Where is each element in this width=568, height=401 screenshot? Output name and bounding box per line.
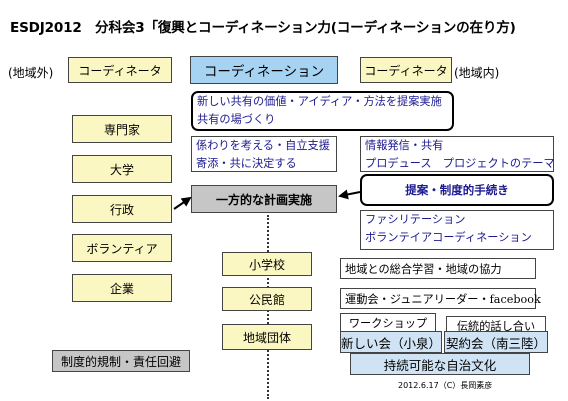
contract-assembly-box: 契約会（南三陸） <box>444 331 548 353</box>
produce-line: プロデュース プロジェクトのテーマ <box>365 157 555 170</box>
inside-region-note: (地域内) <box>454 66 500 80</box>
volunteer-box: ボランティア <box>72 234 172 262</box>
expert-box: 専門家 <box>72 115 172 143</box>
community-group-box: 地域団体 <box>222 324 312 350</box>
facilitation-line: ファシリテーション <box>365 213 466 226</box>
workshop-box: ワークショップ <box>340 313 436 333</box>
volunteer-coordination-line: ボランテイアコーディネーション <box>365 231 532 244</box>
institutional-regulation-box: 制度的規制・責任回避 <box>52 350 190 372</box>
shared-value-line: 新しい共有の価値・アイディア・方法を提案実施 <box>197 95 442 108</box>
proposal-arrow <box>338 189 361 200</box>
facilitation-box: ファシリテーション ボランテイアコーディネーション <box>360 210 554 250</box>
community-hall-box: 公民館 <box>222 287 312 311</box>
care-line: 係わりを考える・自立支援 <box>196 139 330 152</box>
elementary-school-box: 小学校 <box>222 252 312 276</box>
sustainable-self-governance-box: 持続可能な自治文化 <box>350 353 530 375</box>
integrated-learning-box: 地域との総合学習・地域の協力 <box>340 258 536 279</box>
coordination-header-box: コーディネーション <box>190 56 338 84</box>
outside-coordinator-box: コーディネータ <box>68 57 172 83</box>
information-sharing-box: 情報発信・共有 プロデュース プロジェクトのテーマ <box>360 136 555 172</box>
decide-together-line: 寄添・共に決定する <box>196 157 297 170</box>
university-box: 大学 <box>72 155 172 183</box>
administration-arrow <box>173 196 192 210</box>
enterprise-box: 企業 <box>72 274 172 302</box>
outside-region-note: (地域外) <box>8 66 54 80</box>
shared-place-line: 共有の場づくり <box>197 113 276 126</box>
care-support-box: 係わりを考える・自立支援 寄添・共に決定する <box>191 136 337 172</box>
diagram-title: ESDJ2012 分科会3「復興とコーディネーション力(コーディネーションの在り… <box>10 20 516 36</box>
footer-credit: 2012.6.17（C）長岡素彦 <box>398 381 493 390</box>
proposal-procedure-box: 提案・制度的手続き <box>360 174 554 206</box>
events-box: 運動会・ジュニアリーダー・facebook <box>340 288 541 309</box>
inside-coordinator-box: コーディネータ <box>360 57 452 83</box>
information-line: 情報発信・共有 <box>365 139 444 152</box>
administration-box: 行政 <box>72 195 172 223</box>
new-assembly-box: 新しい会（小泉） <box>340 331 442 353</box>
shared-value-box: 新しい共有の価値・アイディア・方法を提案実施 共有の場づくり <box>191 91 454 131</box>
one-sided-plan-box: 一方的な計画実施 <box>191 185 337 213</box>
